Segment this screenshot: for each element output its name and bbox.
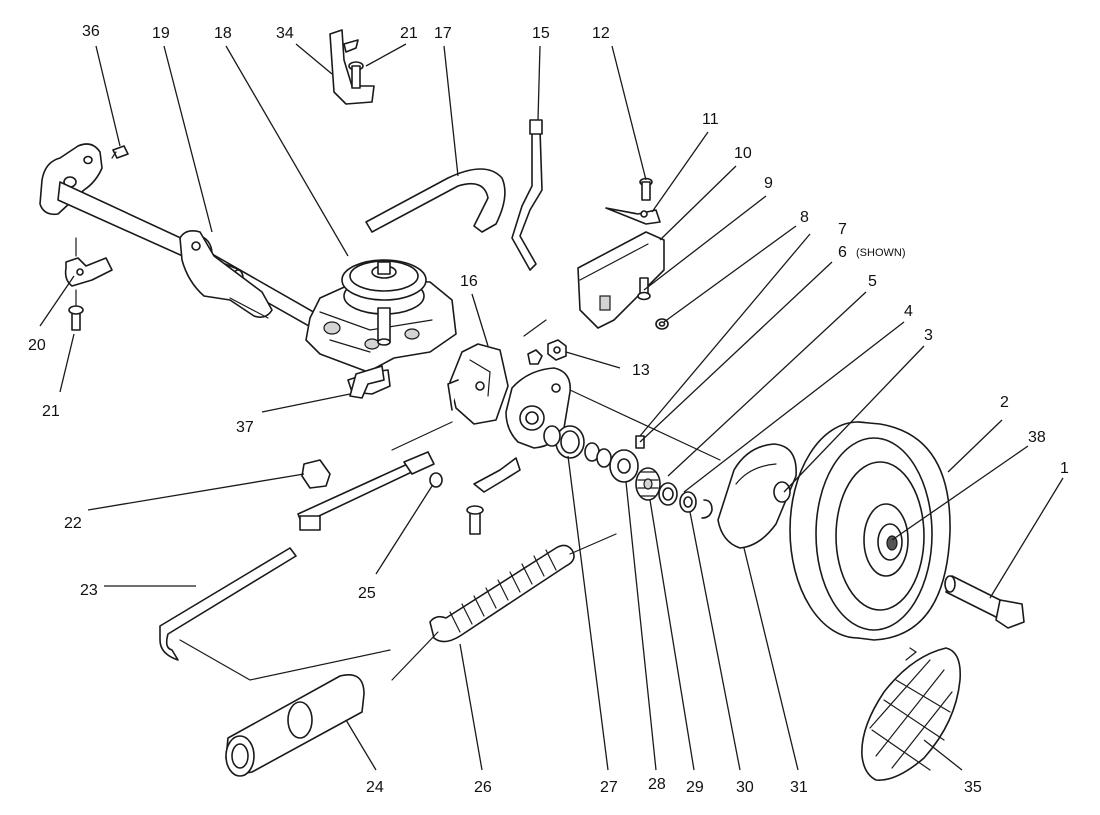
knob-22 bbox=[301, 459, 331, 489]
latch-bracket bbox=[466, 457, 521, 535]
callout-7: 7 bbox=[838, 221, 847, 238]
callout-1: 1 bbox=[1060, 460, 1069, 477]
callout-35: 35 bbox=[964, 779, 982, 796]
washer-30 bbox=[679, 491, 697, 513]
callout-8: 8 bbox=[800, 209, 809, 226]
pulley bbox=[341, 259, 427, 346]
control-rod bbox=[511, 119, 543, 271]
axle-bolt bbox=[944, 575, 1025, 629]
callout-10: 10 bbox=[734, 145, 752, 162]
callout-19: 19 bbox=[152, 25, 170, 42]
belt-guide-wire bbox=[365, 168, 506, 233]
callout-25: 25 bbox=[358, 585, 376, 602]
bolt-36 bbox=[111, 145, 129, 159]
callout-17: 17 bbox=[434, 25, 452, 42]
washer-27 bbox=[543, 425, 585, 459]
callout-12: 12 bbox=[592, 25, 610, 42]
callout-27: 27 bbox=[600, 779, 618, 796]
axle-bracket bbox=[179, 230, 273, 319]
hub-cap-31 bbox=[717, 443, 797, 549]
callout-20: 20 bbox=[28, 337, 46, 354]
callout-6-note: (SHOWN) bbox=[856, 247, 906, 259]
callout-37: 37 bbox=[236, 419, 254, 436]
callout-21-top: 21 bbox=[400, 25, 418, 42]
bent-rod bbox=[159, 547, 297, 661]
callout-18: 18 bbox=[214, 25, 232, 42]
callout-26: 26 bbox=[474, 779, 492, 796]
callout-9: 9 bbox=[764, 175, 773, 192]
grip bbox=[225, 674, 365, 777]
bolt-21-left bbox=[68, 289, 84, 331]
callout-4: 4 bbox=[904, 303, 913, 320]
leader-lines bbox=[39, 43, 1064, 771]
washer-29 bbox=[658, 482, 678, 506]
callout-23: 23 bbox=[80, 582, 98, 599]
bolt-9 bbox=[637, 277, 651, 301]
spring bbox=[391, 533, 617, 681]
callout-11: 11 bbox=[702, 111, 719, 128]
retaining-rings bbox=[584, 442, 612, 468]
callout-13: 13 bbox=[632, 362, 650, 379]
callout-3: 3 bbox=[924, 327, 933, 344]
callout-22: 22 bbox=[64, 515, 82, 532]
ring-25 bbox=[429, 472, 443, 488]
assembly-guide-lines bbox=[179, 319, 721, 681]
shift-rod bbox=[297, 451, 435, 531]
snap-ring bbox=[701, 499, 713, 519]
callout-36: 36 bbox=[82, 23, 100, 40]
bolt-12 bbox=[639, 177, 653, 201]
nut-13 bbox=[527, 339, 567, 365]
callout-labels: 1 2 38 3 4 5 6 (SHOWN) 7 8 9 10 11 12 13… bbox=[28, 23, 1069, 796]
callout-21-left: 21 bbox=[42, 403, 60, 420]
spring-clip bbox=[605, 207, 661, 225]
wheel-cover bbox=[861, 647, 962, 781]
bolt-21-top bbox=[348, 61, 364, 89]
callout-30: 30 bbox=[736, 779, 754, 796]
lever-37 bbox=[349, 365, 385, 399]
pinion-gear bbox=[635, 467, 661, 501]
callout-5: 5 bbox=[868, 273, 877, 290]
callout-29: 29 bbox=[686, 779, 704, 796]
callout-6: 6 bbox=[838, 244, 847, 261]
wheel bbox=[789, 421, 951, 641]
callout-24: 24 bbox=[366, 779, 384, 796]
callout-28: 28 bbox=[648, 776, 666, 793]
bracket-34 bbox=[329, 29, 375, 105]
bracket-plate bbox=[577, 231, 665, 329]
callout-16: 16 bbox=[460, 273, 478, 290]
callout-31: 31 bbox=[790, 779, 808, 796]
callout-15: 15 bbox=[532, 25, 550, 42]
callout-34: 34 bbox=[276, 25, 294, 42]
gear-28 bbox=[609, 449, 639, 483]
callout-2: 2 bbox=[1000, 394, 1009, 411]
gear-plate bbox=[447, 343, 509, 425]
callout-38: 38 bbox=[1028, 429, 1046, 446]
